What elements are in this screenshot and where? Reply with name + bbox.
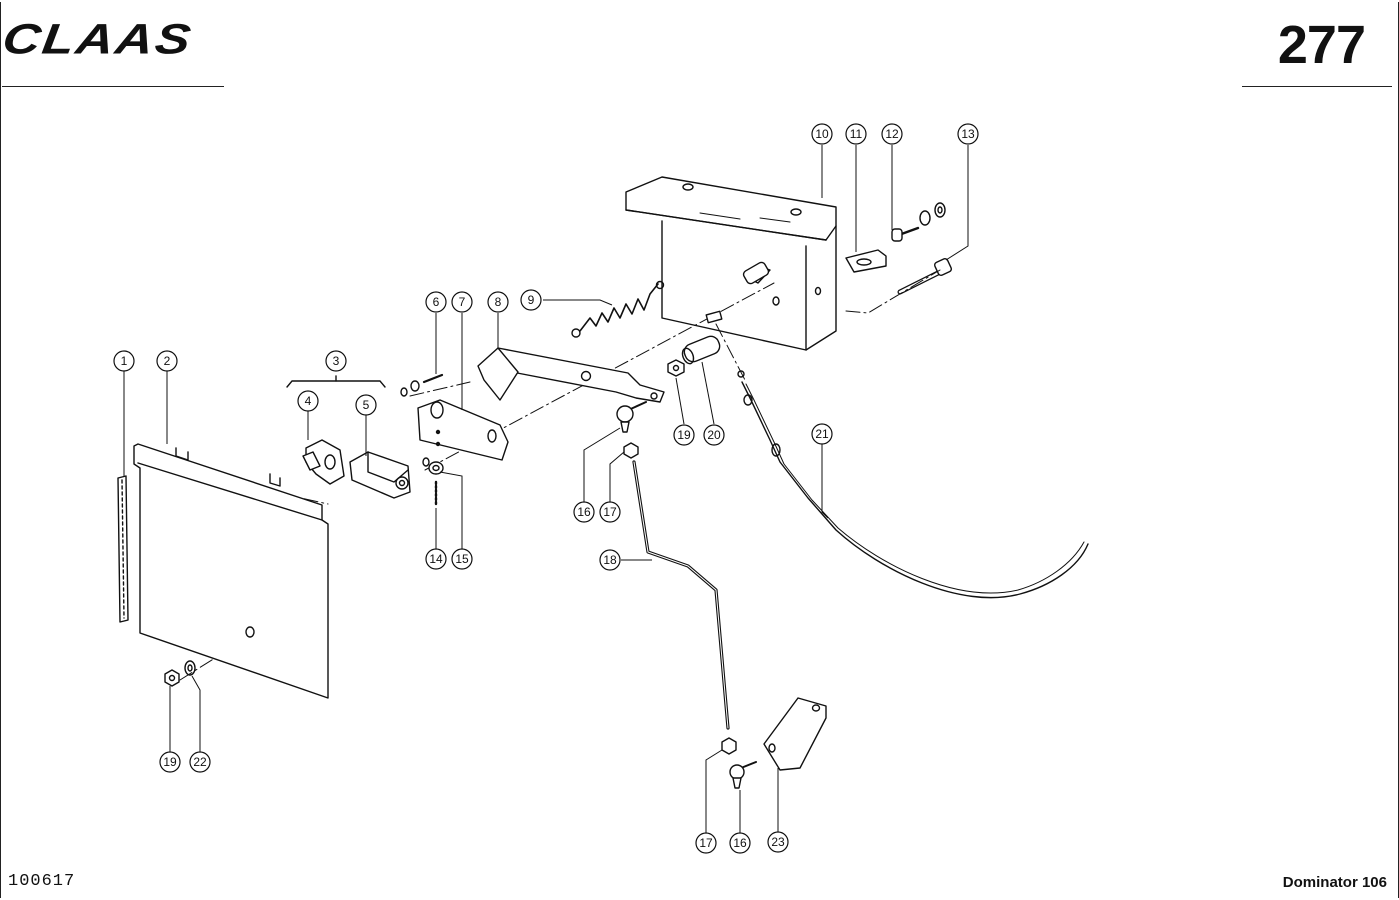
callout-number: 23: [771, 835, 785, 849]
callout-number: 19: [677, 428, 691, 442]
part-lower-bracket: [763, 697, 827, 771]
callout-20: 20: [703, 424, 725, 446]
callout-number: 18: [603, 553, 617, 567]
callout-number: 13: [961, 127, 975, 141]
callout-8: 8: [487, 291, 509, 313]
callout-circle: [767, 831, 789, 853]
callout-number: 17: [603, 505, 617, 519]
callout-circle: [355, 394, 377, 416]
callout-number: 9: [528, 293, 535, 307]
page-number: 277: [1277, 15, 1366, 75]
callout-number: 16: [577, 505, 591, 519]
callout-6: 6: [425, 291, 447, 313]
callout-circle: [599, 501, 621, 523]
callout-circle: [845, 123, 867, 145]
callout-number: 3: [333, 354, 340, 368]
callout-number: 19: [163, 755, 177, 769]
callout-circle: [811, 423, 833, 445]
callout-circle: [159, 751, 181, 773]
callout-23: 23: [767, 831, 789, 853]
callout-1: 1: [113, 350, 135, 372]
callout-18: 18: [599, 549, 621, 571]
callout-circle: [695, 832, 717, 854]
callout-circle: [297, 390, 319, 412]
callout-circle: [451, 291, 473, 313]
callout-number: 14: [429, 552, 443, 566]
callout-14: 14: [425, 548, 447, 570]
callout-number: 21: [815, 427, 829, 441]
part-block: [349, 451, 411, 499]
callout-12: 12: [881, 123, 903, 145]
part-plate: [417, 399, 509, 461]
callout-17: 17: [695, 832, 717, 854]
callout-9: 9: [520, 289, 542, 311]
callout-number: 2: [164, 354, 171, 368]
document-number: 100617: [8, 872, 76, 891]
callout-number: 4: [305, 394, 312, 408]
part-clip: [845, 249, 887, 273]
callout-circle: [451, 548, 473, 570]
callout-circle: [520, 289, 542, 311]
callout-7: 7: [451, 291, 473, 313]
callout-circle: [957, 123, 979, 145]
callout-circle: [729, 832, 751, 854]
callout-3: 3: [325, 350, 347, 372]
callout-number: 15: [455, 552, 469, 566]
header-rule-left: [2, 86, 224, 87]
callout-19: 19: [159, 751, 181, 773]
callout-15: 15: [451, 548, 473, 570]
part-bracket: [625, 176, 837, 351]
callout-number: 20: [707, 428, 721, 442]
callout-number: 22: [193, 755, 207, 769]
callout-21: 21: [811, 423, 833, 445]
callout-circle: [881, 123, 903, 145]
callout-number: 7: [459, 295, 466, 309]
callout-10: 10: [811, 123, 833, 145]
callout-number: 1: [121, 354, 128, 368]
callout-19: 19: [673, 424, 695, 446]
callout-2: 2: [156, 350, 178, 372]
header-rule-right: [1242, 86, 1392, 87]
callout-circle: [156, 350, 178, 372]
model-name: Dominator 106: [1282, 874, 1387, 891]
callout-number: 17: [699, 836, 713, 850]
callout-number: 12: [885, 127, 899, 141]
callout-16: 16: [729, 832, 751, 854]
callout-circle: [673, 424, 695, 446]
callout-circle: [113, 350, 135, 372]
callout-circle: [425, 548, 447, 570]
callout-circle: [811, 123, 833, 145]
callout-circle: [573, 501, 595, 523]
part-cover: [133, 443, 329, 699]
callout-circle: [425, 291, 447, 313]
callout-circle: [325, 350, 347, 372]
callout-circle: [703, 424, 725, 446]
callout-circle: [189, 751, 211, 773]
page-frame-left: [0, 2, 1, 898]
callout-4: 4: [297, 390, 319, 412]
callout-22: 22: [189, 751, 211, 773]
callout-13: 13: [957, 123, 979, 145]
callout-5: 5: [355, 394, 377, 416]
callout-number: 5: [363, 398, 370, 412]
callout-11: 11: [845, 123, 867, 145]
callout-circle: [487, 291, 509, 313]
callout-number: 16: [733, 836, 747, 850]
callout-number: 6: [433, 295, 440, 309]
callout-number: 11: [850, 127, 863, 141]
callout-17: 17: [599, 501, 621, 523]
callout-16: 16: [573, 501, 595, 523]
callout-number: 10: [815, 127, 829, 141]
callout-number: 8: [495, 295, 502, 309]
callout-circle: [599, 549, 621, 571]
